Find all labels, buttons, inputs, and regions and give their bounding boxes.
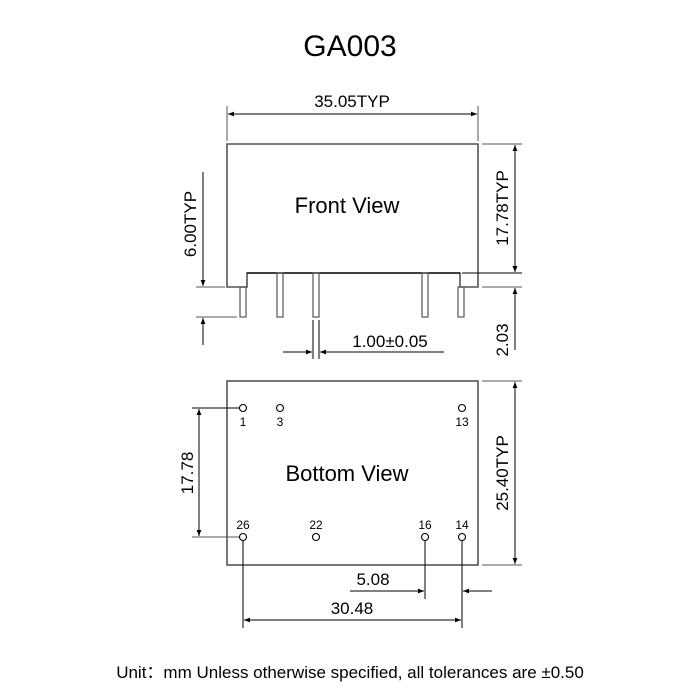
pin-label-26: 26 [236, 518, 250, 532]
front-view-label: Front View [295, 193, 400, 218]
bottom-view-label: Bottom View [285, 461, 408, 486]
drawing-title: GA003 [303, 30, 396, 63]
pin-label-13: 13 [455, 415, 469, 429]
front-pin [239, 286, 247, 318]
pin-hole-3 [275, 403, 285, 413]
pin-span-dim: 30.48 [331, 599, 374, 618]
row-spacing-dim: 17.78 [178, 452, 197, 495]
pin-label-16: 16 [418, 518, 432, 532]
footer-note: Unit：mm Unless otherwise specified, all … [116, 663, 584, 682]
bottom-view: Bottom View 1 3 13 26 22 16 14 25.40TYP … [178, 380, 522, 628]
pin-hole-26 [238, 532, 248, 542]
pin-length-dim: 2.03 [493, 323, 512, 356]
pin-label-14: 14 [455, 518, 469, 532]
pin-hole-14 [457, 532, 467, 542]
pin-hole-16 [420, 532, 430, 542]
pin-hole-22 [311, 532, 321, 542]
front-height-dim: 17.78TYP [493, 170, 512, 246]
pin-hole-1 [238, 403, 248, 413]
standoff-dim: 6.00TYP [181, 191, 200, 257]
bottom-height-dim: 25.40TYP [493, 435, 512, 511]
pin-pitch-dim: 5.08 [356, 570, 389, 589]
front-width-dim: 35.05TYP [314, 92, 390, 111]
pin-width-dim: 1.00±0.05 [352, 332, 428, 351]
pin-label-22: 22 [309, 518, 323, 532]
pin-label-1: 1 [240, 415, 247, 429]
front-pin [421, 272, 429, 318]
front-pin [312, 272, 320, 318]
front-view: Front View 35.05TYP 17.78TYP 2.03 6.00TY… [181, 92, 522, 359]
pin-label-3: 3 [277, 415, 284, 429]
front-pin [457, 286, 465, 318]
pin-hole-13 [457, 403, 467, 413]
front-pin [276, 272, 284, 318]
bottom-view-body [226, 380, 479, 566]
